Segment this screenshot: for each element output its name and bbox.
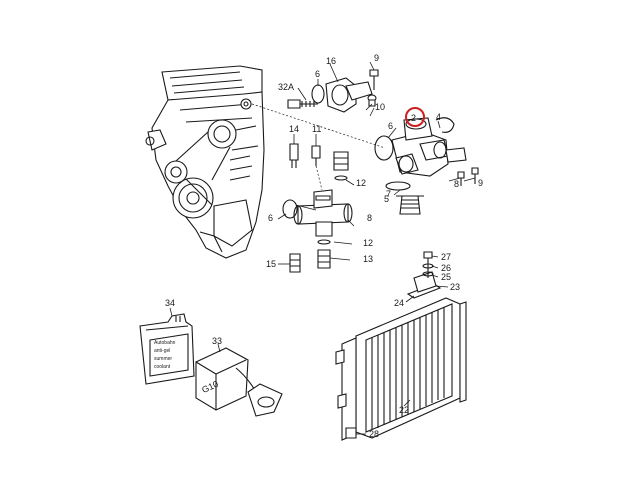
thermostat-housing [374,117,479,215]
callout-16[interactable]: 16 [326,56,336,66]
engine-block [145,65,386,259]
callout-26[interactable]: 26 [441,263,451,273]
callout-4[interactable]: 4 [436,112,441,122]
callout-12-lower[interactable]: 12 [363,238,373,248]
coolant-jug: Autobahn anti-gel summer coolant [139,313,195,385]
callout-32a[interactable]: 32A [278,82,294,92]
callout-33[interactable]: 33 [212,336,222,346]
callout-22[interactable]: 22 [399,405,409,415]
callout-10[interactable]: 10 [375,102,385,112]
callout-6-flange[interactable]: 6 [315,69,320,79]
callout-9-top[interactable]: 9 [374,53,379,63]
callout-11[interactable]: 11 [312,124,321,134]
callout-15[interactable]: 15 [266,259,276,269]
callout-24[interactable]: 24 [394,298,404,308]
callout-28[interactable]: 28 [369,429,379,439]
callout-7[interactable]: 7 [386,189,391,199]
coolant-label-line2: anti-gel [154,348,170,354]
callout-8-left[interactable]: 8 [454,179,459,189]
callout-5[interactable]: 5 [384,194,389,204]
sensor-group-14-11 [289,143,321,168]
highlight-ring [405,107,425,127]
coolant-label-line1: Autobahn [154,340,176,346]
callout-12-upper[interactable]: 12 [356,178,366,188]
callout-34[interactable]: 34 [165,298,175,308]
callout-labels: 2 4 5 6 6 6 7 8 8 9 9 10 11 12 12 13 14 … [165,53,483,439]
callout-14[interactable]: 14 [289,124,299,134]
coolant-label-line3: summer [154,356,172,362]
leader-lines [169,61,476,435]
t-pipe-lower [282,151,353,273]
radiator [335,251,467,441]
callout-8-lower[interactable]: 8 [367,213,372,223]
callout-27[interactable]: 27 [441,252,451,262]
upper-flange-group [287,69,379,113]
callout-2[interactable]: 2 [411,113,416,123]
callout-23[interactable]: 23 [450,282,460,292]
callout-6-housing[interactable]: 6 [388,121,393,131]
callout-9-right[interactable]: 9 [478,178,483,188]
g10-box: G10 [195,347,283,417]
coolant-label-line4: coolant [154,364,171,370]
callout-25[interactable]: 25 [441,272,451,282]
callout-6-tpipe[interactable]: 6 [268,213,273,223]
callout-13[interactable]: 13 [363,254,373,264]
